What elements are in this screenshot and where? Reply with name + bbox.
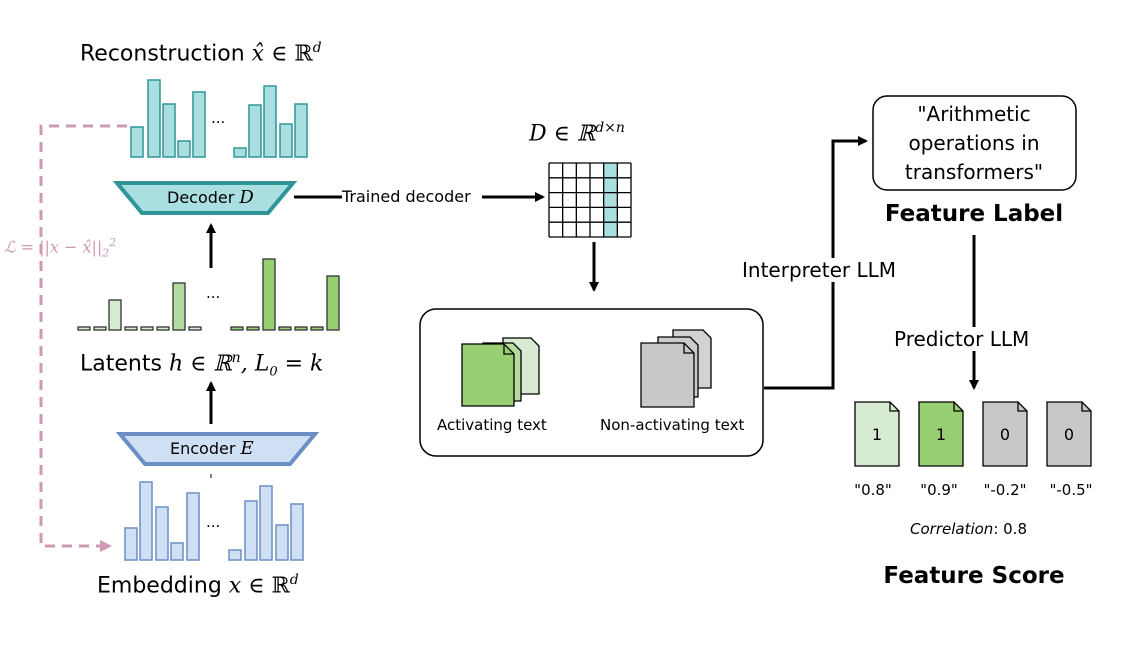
reconstruction-label: Reconstruction x̂ ∈ ℝd (80, 40, 322, 67)
embedding-bar (170, 542, 184, 561)
latent-bar (77, 326, 91, 331)
correlation-text: Correlation: 0.8 (910, 520, 1027, 538)
pred-value-0: 1 (871, 425, 883, 444)
latent-bar (108, 299, 122, 331)
feature-label-box (872, 95, 1077, 191)
latent-bar (262, 258, 276, 331)
reconstruction-bar (130, 126, 144, 158)
pred-value-3: 0 (1063, 425, 1075, 444)
latent-bar (124, 326, 138, 331)
pred-score-3: "-0.5" (1049, 481, 1093, 499)
embedding-bar (139, 481, 153, 561)
prediction-documents (854, 401, 1092, 467)
embedding-bar (275, 524, 289, 561)
reconstruction-bar (177, 140, 191, 158)
reconstruction-bar (147, 79, 161, 158)
feature-label-text-3: transformers" (904, 160, 1044, 184)
pred-value-2: 0 (999, 425, 1011, 444)
decoder-matrix-grid (548, 162, 632, 238)
embedding-bar (186, 492, 200, 561)
reconstruction-bar (263, 85, 277, 158)
embedding-bar (244, 500, 258, 561)
reconstruction-bar (162, 103, 176, 158)
embedding-bar (155, 506, 169, 561)
reconstruction-bar (192, 91, 206, 158)
activating-text-label: Activating text (437, 416, 547, 434)
latent-bar (140, 326, 154, 331)
reconstruction-bar (248, 104, 262, 158)
embed-ellipsis: ... (206, 513, 221, 531)
latent-bar (230, 326, 244, 331)
loss-formula: ℒ = ||x − x̂||22 (4, 236, 117, 260)
feature-label-text-1: "Arithmetic (917, 102, 1031, 126)
embedding-bar (124, 527, 138, 561)
latent-bar (294, 326, 308, 331)
prediction-document (982, 401, 1028, 467)
pred-score-1: "0.9" (920, 481, 958, 499)
decoder-block (112, 181, 298, 215)
reconstruction-bar (294, 103, 308, 158)
latent-bar (172, 282, 186, 331)
trained-decoder-label: Trained decoder (342, 187, 471, 206)
loss-dashed-arrow (39, 124, 127, 552)
latent-bar (310, 326, 324, 331)
non-activating-text-documents (640, 329, 712, 408)
predictor-llm-label: Predictor LLM (892, 327, 1032, 351)
latent-bar (326, 275, 340, 331)
embedding-bar (228, 549, 242, 561)
encoder-label: Encoder E (170, 438, 254, 459)
embedding-bar (290, 503, 304, 561)
embedding-bar (259, 485, 273, 561)
prediction-document (1046, 401, 1092, 467)
prediction-document (918, 401, 964, 467)
decoder-label: Decoder D (167, 187, 254, 208)
dict-matrix-label: D ∈ ℝd×n (529, 120, 625, 147)
encoder-block (115, 432, 320, 466)
reconstruction-histogram (130, 79, 308, 158)
feature-label-text-2: operations in (908, 131, 1040, 155)
pred-value-1: 1 (935, 425, 947, 444)
pred-score-0: "0.8" (854, 481, 892, 499)
interpreter-llm-label: Interpreter LLM (742, 258, 896, 282)
latents-label: Latents h ∈ ℝn, L0 = k (80, 350, 324, 380)
latents-histogram (77, 258, 340, 331)
activating-text-documents (461, 337, 540, 407)
reconstruction-bar (279, 123, 293, 158)
latent-bar (93, 326, 107, 331)
latent-bar (278, 326, 292, 331)
latent-bar (156, 326, 170, 331)
prediction-document (854, 401, 900, 467)
embedding-histogram (124, 481, 304, 561)
feature-label-title: Feature Label (884, 201, 1064, 227)
non-activating-text-label: Non-activating text (600, 416, 745, 434)
embedding-label: Embedding x ∈ ℝd (97, 572, 299, 599)
latent-ellipsis: ... (206, 284, 221, 302)
pred-score-2: "-0.2" (983, 481, 1027, 499)
latent-bar (188, 326, 202, 331)
feature-score-title: Feature Score (883, 563, 1065, 589)
latent-bar (246, 326, 260, 331)
recon-ellipsis: ... (211, 109, 226, 127)
reconstruction-bar (233, 147, 247, 158)
